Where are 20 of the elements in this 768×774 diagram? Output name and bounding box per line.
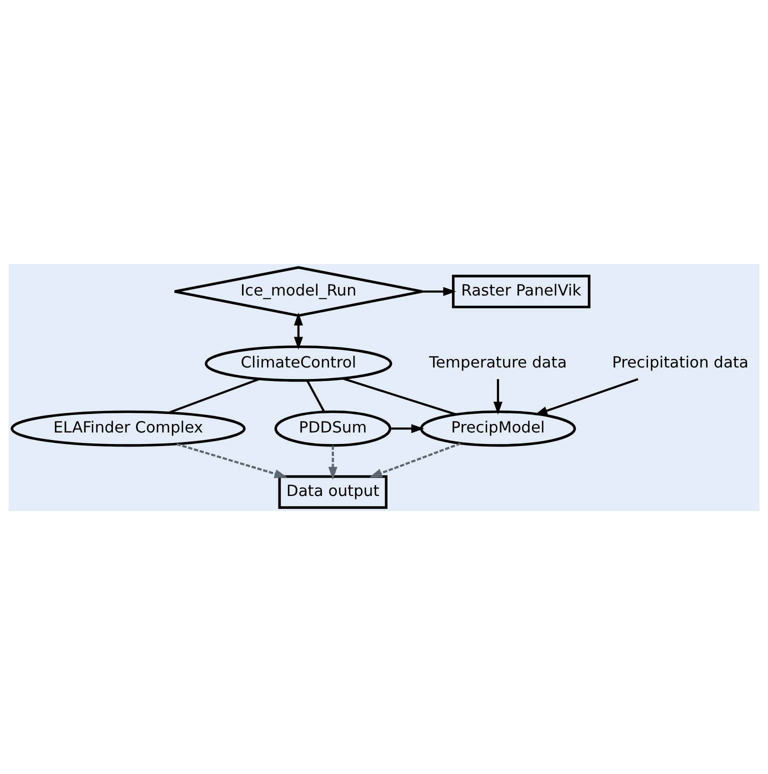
connector bbox=[306, 380, 326, 412]
node-ellipse: PDDSum bbox=[274, 410, 392, 446]
arrow bbox=[369, 442, 461, 478]
node-diamond: Ice_model_Run bbox=[173, 266, 424, 316]
node-box: Data output bbox=[278, 474, 388, 508]
arrow bbox=[328, 445, 338, 480]
arrow bbox=[534, 378, 638, 415]
arrow bbox=[176, 442, 288, 478]
node-text: Precipitation data bbox=[612, 352, 749, 371]
connector bbox=[342, 377, 456, 415]
node-ellipse: ELAFinder Complex bbox=[10, 410, 246, 446]
connector bbox=[168, 378, 260, 414]
node-ellipse: PrecipModel bbox=[420, 410, 576, 446]
arrow bbox=[390, 424, 424, 433]
node-text: Temperature data bbox=[429, 352, 567, 371]
node-box: Raster PanelVik bbox=[452, 274, 590, 308]
arrow bbox=[493, 378, 502, 414]
arrow bbox=[422, 286, 456, 296]
node-ellipse: ClimateControl bbox=[204, 344, 392, 382]
arrow bbox=[294, 312, 303, 350]
